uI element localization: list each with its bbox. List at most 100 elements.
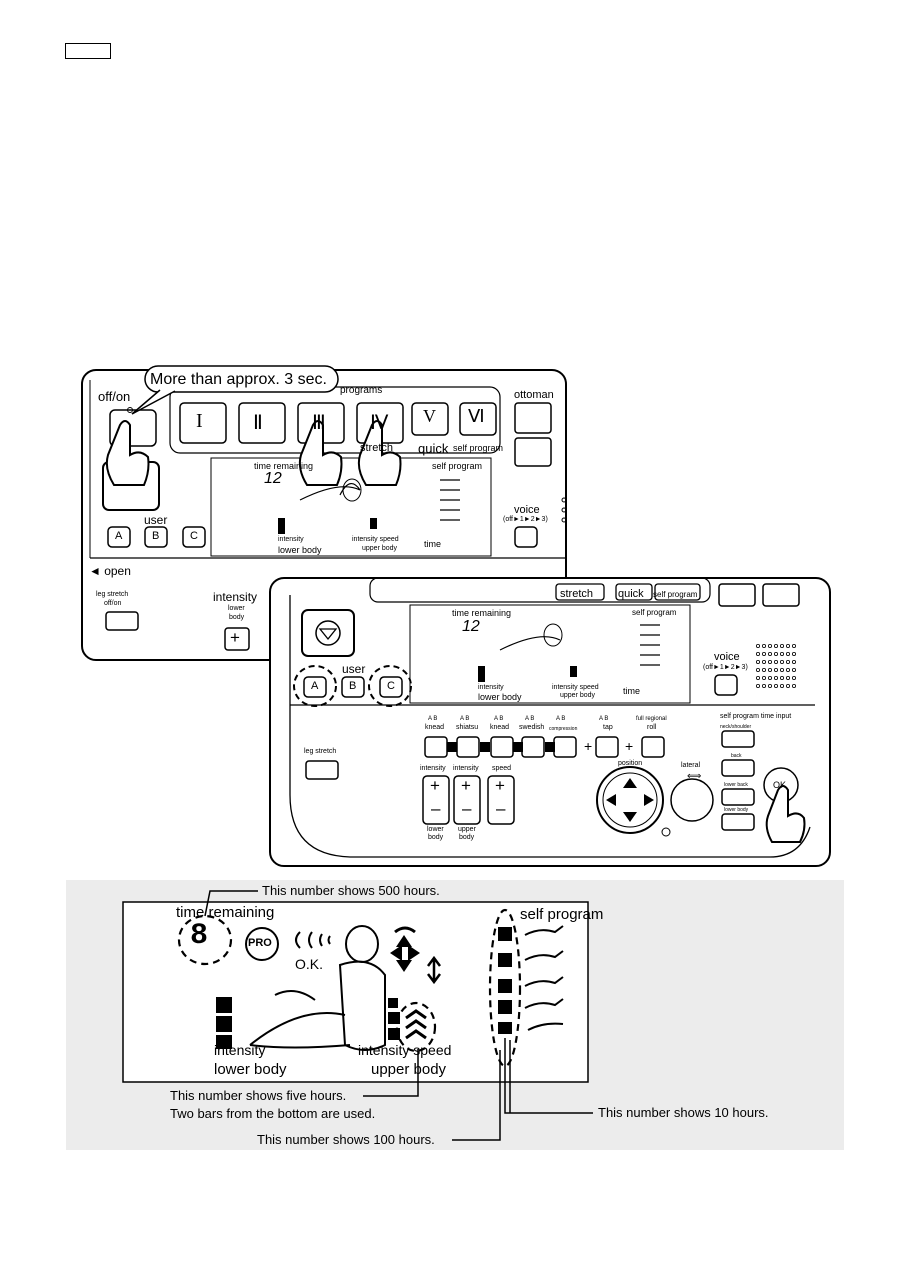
swedish-label: swedish	[519, 724, 545, 731]
annotation-100-hours: This number shows 100 hours.	[257, 1132, 435, 1147]
upper-label-2: upper	[458, 826, 476, 833]
program-5-button[interactable]	[411, 402, 449, 436]
display-ok-label: O.K.	[295, 956, 324, 972]
compression-label: compression	[549, 726, 578, 732]
programs-label: programs	[340, 385, 383, 396]
voice-sub-label: (off►1►2►3)	[503, 516, 548, 523]
annotation-two-bars: Two bars from the bottom are used.	[170, 1106, 376, 1121]
lower-label-1: lower	[228, 605, 245, 612]
display-intensity-label: intensity	[214, 1042, 266, 1058]
time-label-2: time	[623, 686, 641, 696]
leader-lines	[204, 890, 593, 1141]
body-upper-label-2: body	[459, 834, 475, 841]
intensity-lower-minus: –	[431, 799, 441, 818]
intensity-b-label: intensity	[453, 765, 479, 772]
neck-shoulder-button[interactable]	[721, 730, 755, 748]
voice-label-2: voice	[714, 651, 740, 663]
intensity-speed-label: intensity speed	[352, 536, 399, 543]
display-intensity-speed-label: intensity speed	[358, 1042, 452, 1058]
intensity-lower-stepper[interactable]	[422, 775, 450, 825]
user-a-label: A	[115, 530, 123, 542]
user-c-label: C	[190, 530, 198, 542]
stop-button-2[interactable]	[301, 609, 355, 657]
ottoman-down-button[interactable]	[514, 437, 552, 467]
time-label: time	[424, 539, 442, 549]
shiatsu-button[interactable]	[456, 736, 480, 758]
display-time-remaining-label: time remaining	[176, 904, 275, 921]
quick-label: quick	[418, 441, 449, 456]
tap-ab-label: A B	[599, 716, 609, 722]
off-on-label: off/on	[98, 389, 131, 404]
lateral-knob[interactable]	[670, 778, 714, 822]
leg-stretch-sub-label: off/on	[104, 600, 122, 607]
program-1-label: I	[196, 410, 203, 432]
self-program-label: self program	[453, 443, 504, 453]
program-6-button[interactable]	[459, 402, 497, 436]
self-program-time-input-label: self program time input	[720, 713, 792, 720]
knead-button[interactable]	[424, 736, 448, 758]
upper-body-label-2: upper body	[560, 692, 596, 699]
lateral-label: lateral	[681, 762, 701, 769]
intensity-label: intensity	[278, 536, 304, 543]
leg-stretch-button-2[interactable]	[305, 760, 339, 780]
intensity-upper-stepper[interactable]	[453, 775, 481, 825]
compression-button[interactable]	[553, 736, 577, 758]
user-a-button-2[interactable]	[303, 676, 327, 698]
lower-body-label-2: lower body	[478, 692, 522, 702]
intensity-plus-button-1[interactable]	[224, 627, 250, 651]
user-b-button-2[interactable]	[341, 676, 365, 698]
roll-label: roll	[647, 724, 657, 731]
program-6-label: Ⅵ	[468, 406, 485, 426]
body-label-2: body	[428, 834, 444, 841]
swedish-ab-label: A B	[525, 716, 535, 722]
user-c-button-2[interactable]	[379, 676, 403, 698]
roll-button[interactable]	[641, 736, 665, 758]
open-label[interactable]: ◄ open	[89, 564, 131, 578]
position-pad[interactable]	[596, 766, 664, 834]
voice-button[interactable]	[514, 526, 538, 548]
lower-body-small-label: lower body	[724, 807, 749, 813]
swedish-button[interactable]	[521, 736, 545, 758]
callout-bubble	[131, 365, 339, 415]
lower-back-label: lower back	[724, 782, 748, 788]
pro-badge: PRO	[248, 937, 272, 949]
user-a-button[interactable]	[107, 526, 131, 548]
panel-2	[269, 577, 831, 867]
leg-stretch-button-1[interactable]	[105, 611, 139, 631]
back-button[interactable]	[721, 759, 755, 777]
user-b-button[interactable]	[144, 526, 168, 548]
lower-body-button[interactable]	[721, 813, 755, 831]
plus-label-1: +	[230, 628, 240, 647]
tap-button[interactable]	[595, 736, 619, 758]
leg-stretch-label-2: leg stretch	[304, 748, 337, 755]
lower-back-button[interactable]	[721, 788, 755, 806]
user-a-label-2: A	[311, 680, 319, 692]
neck-shoulder-label: neck/shoulder	[720, 724, 752, 730]
self-program-display-label: self program	[432, 461, 483, 471]
time-remaining-label: time remaining	[254, 461, 314, 471]
program-1-button[interactable]	[179, 402, 227, 444]
quick-label-2: quick	[618, 588, 644, 600]
ottoman-up-button[interactable]	[514, 402, 552, 434]
speaker-grille	[756, 644, 797, 689]
stretch-label: stretch	[360, 442, 394, 454]
back-label: back	[731, 753, 742, 759]
full-regional-label: full regional	[636, 716, 667, 722]
intensity-label-2: intensity	[478, 684, 504, 691]
speed-stepper[interactable]	[487, 775, 515, 825]
program-2-button[interactable]	[238, 402, 286, 444]
self-program-display-label-2: self program	[632, 608, 677, 617]
compression-ab-label: A B	[556, 716, 566, 722]
ottoman-down-button-2[interactable]	[718, 583, 756, 607]
ottoman-up-button-2[interactable]	[762, 583, 800, 607]
user-c-button[interactable]	[182, 526, 206, 548]
voice-button-2[interactable]	[714, 674, 738, 696]
speed-minus: –	[496, 799, 506, 818]
intensity-a-label: intensity	[420, 765, 446, 772]
shiatsu-label: shiatsu	[456, 724, 479, 731]
user-label: user	[144, 513, 168, 527]
knead-2-button[interactable]	[490, 736, 514, 758]
callout-text: More than approx. 3 sec.	[150, 371, 327, 388]
lower-body-label: lower body	[278, 545, 322, 555]
knead-ab-label: A B	[428, 716, 438, 722]
